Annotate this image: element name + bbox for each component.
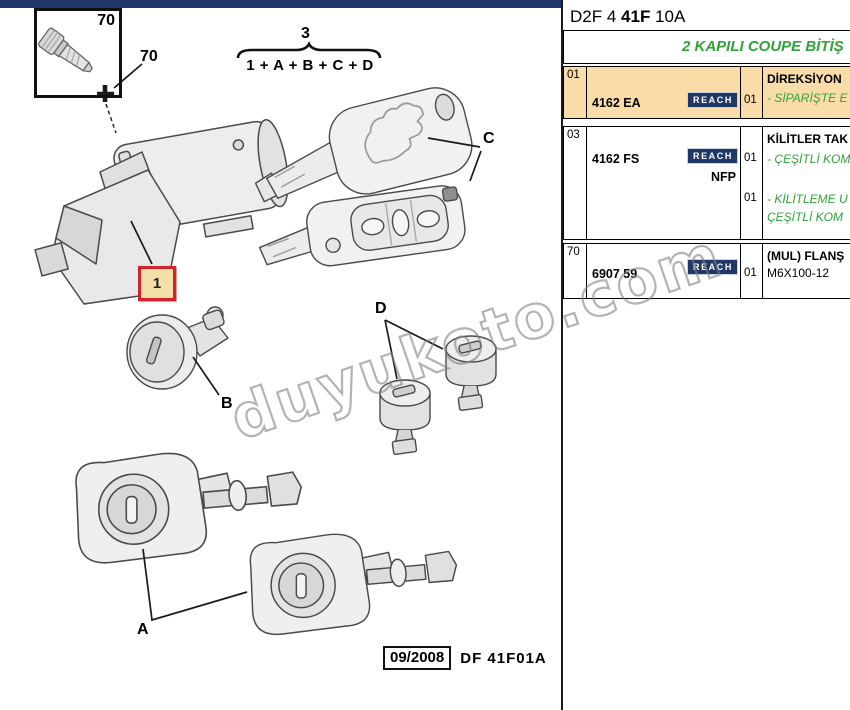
desc-spec: M6X100-12 [767, 266, 830, 280]
door-lock-illustration-lower [249, 533, 458, 636]
parts-diagram-drawing [34, 27, 497, 636]
desc-title: KİLİTLER TAK [767, 132, 849, 146]
part-cell: 4162 EA REACH [587, 67, 741, 118]
callout-C: C [483, 130, 495, 147]
qty-value: 01 [744, 192, 757, 204]
parts-diagram-panel: 70 70 3 1 + A + B + C + D C B D A 1 09/2… [34, 8, 733, 670]
doc-code-right: 10A [650, 7, 686, 26]
leader-lines [97, 63, 482, 622]
doc-code: D2F 4 41F 10A [570, 7, 685, 27]
ignition-lock-illustration [34, 118, 289, 305]
desc-cell: DİREKSİYON - SİPARİŞTE E [763, 67, 850, 118]
reach-badge[interactable]: REACH [687, 149, 737, 163]
revision-date: 09/2008 [383, 646, 452, 670]
group-brace [236, 41, 382, 59]
part-cell: 6907 59 REACH [587, 244, 741, 298]
qty-value: 01 [744, 152, 757, 164]
reach-badge[interactable]: REACH [687, 260, 737, 274]
group-formula: 1 + A + B + C + D [246, 57, 374, 74]
callout-group-3: 3 [301, 25, 310, 42]
callout-70: 70 [140, 48, 158, 65]
ref-cell: 03 [564, 127, 587, 239]
part-number: 4162 EA [592, 96, 641, 110]
key-fixed-illustration [254, 87, 473, 203]
qty-value: 01 [744, 267, 757, 279]
desc-note: - KİLİTLEME U [767, 192, 848, 206]
ref-cell: 70 [564, 244, 587, 298]
part-1-hotspot[interactable]: 1 [138, 266, 176, 301]
part-number: 4162 FS [592, 152, 640, 166]
callout-A: A [137, 621, 149, 638]
screw-box-label: 70 [97, 12, 115, 29]
desc-title: DİREKSİYON [767, 72, 842, 86]
screw-frame-box: 70 [34, 8, 122, 98]
desc-note: - ÇEŞİTLİ KOM [767, 152, 850, 166]
table-row-03: 03 4162 FS REACH NFP 01 01 KİLİTLER TAK … [563, 126, 850, 240]
desc-title: (MUL) FLANŞ [767, 249, 845, 263]
diagram-footer: 09/2008 DF 41F01A [383, 646, 547, 670]
qty-cell: 01 [741, 244, 763, 298]
cap-illustration-right [445, 335, 497, 412]
desc-cell: (MUL) FLANŞ M6X100-12 [763, 244, 850, 298]
key-flip-illustration [258, 185, 466, 267]
qty-cell: 01 [741, 67, 763, 118]
qty-cell: 01 01 [741, 127, 763, 239]
qty-value: 01 [744, 94, 757, 106]
doc-code-left: D2F 4 [570, 7, 622, 26]
desc-note: ÇEŞİTLİ KOM [767, 210, 844, 224]
nfp-flag: NFP [711, 170, 736, 184]
cap-illustration-left [379, 379, 431, 456]
table-subtitle: 2 KAPILI COUPE BİTİŞ [682, 38, 844, 55]
lock-cylinder-illustration [126, 306, 229, 390]
plan-code: DF 41F01A [460, 649, 547, 667]
reach-badge[interactable]: REACH [687, 93, 737, 107]
table-row-01: 01 4162 EA REACH 01 DİREKSİYON - SİPARİŞ… [563, 66, 850, 119]
table-subtitle-row: 2 KAPILI COUPE BİTİŞ [563, 30, 850, 64]
ref-cell: 01 [564, 67, 587, 118]
desc-note: - SİPARİŞTE E [767, 91, 848, 105]
part-number: 6907 59 [592, 267, 638, 281]
screw-illustration [38, 27, 93, 73]
top-border-bar [0, 0, 563, 8]
table-row-70: 70 6907 59 REACH 01 (MUL) FLANŞ M6X100-1… [563, 243, 850, 299]
panel-divider [561, 0, 563, 710]
part-cell: 4162 FS REACH NFP [587, 127, 741, 239]
cross-marker [97, 85, 114, 102]
doc-code-bold: 41F [621, 7, 651, 26]
desc-cell: KİLİTLER TAK - ÇEŞİTLİ KOM - KİLİTLEME U… [763, 127, 850, 239]
callout-B: B [221, 395, 233, 412]
callout-D: D [375, 300, 387, 317]
